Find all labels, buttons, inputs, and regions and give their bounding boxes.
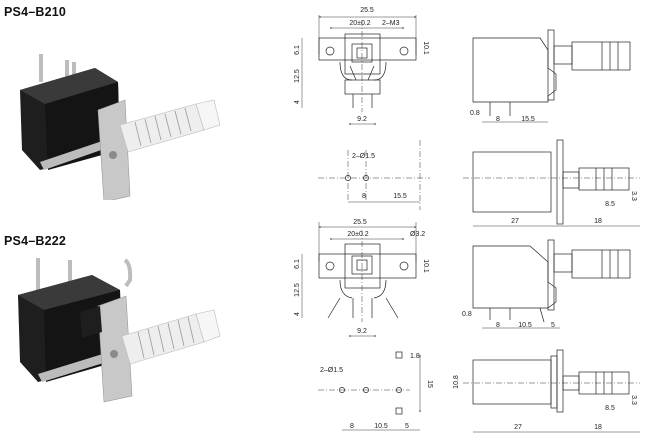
front1-h3: 4 <box>294 100 301 104</box>
model-title-2: PS4–B222 <box>4 234 67 248</box>
side2-d4: 5 <box>551 322 555 329</box>
pcb1-d2: 15.5 <box>393 193 407 200</box>
front2-pitch: 20±0.2 <box>347 231 368 238</box>
top-view-2: 10.8 27 18 8.5 3.3 <box>453 349 640 433</box>
top1-d1: 8.5 <box>605 201 615 208</box>
model-title-1: PS4–B210 <box>4 5 67 19</box>
top2-plunger: 18 <box>594 424 602 431</box>
side-view-1: 0.8 8 15.5 <box>470 29 631 123</box>
front1-h1: 6.1 <box>294 45 301 55</box>
pcb2-d2: 10.5 <box>374 423 388 430</box>
front-view-2: 25.5 20±0.2 Ø3.2 6.1 12.5 4 10.1 9.2 <box>294 219 429 337</box>
pcb1-d1: 8 <box>362 193 366 200</box>
front2-hole: Ø3.2 <box>410 231 425 238</box>
front1-hole: 2–M3 <box>382 20 400 27</box>
front1-width: 25.5 <box>360 7 374 14</box>
top1-plunger: 18 <box>594 218 602 225</box>
top2-h: 10.8 <box>453 375 460 389</box>
switch-photo-1 <box>20 54 221 200</box>
side1-d3: 15.5 <box>521 116 535 123</box>
top2-d1: 8.5 <box>605 405 615 412</box>
front2-width: 25.5 <box>353 219 367 226</box>
side2-d3: 10.5 <box>518 322 532 329</box>
top1-d2: 3.3 <box>630 191 637 201</box>
front2-pin: 9.2 <box>357 328 367 335</box>
top-view-1: 27 18 8.5 3.3 <box>463 139 640 227</box>
pcb2-h: 15 <box>426 380 433 388</box>
front1-h4: 10.1 <box>422 41 429 55</box>
switch-photo-2 <box>18 258 221 403</box>
pcb2-d1: 8 <box>350 423 354 430</box>
pcb2-d3: 5 <box>405 423 409 430</box>
front1-pitch: 20±0.2 <box>349 20 370 27</box>
front1-pin: 9.2 <box>357 116 367 123</box>
front2-h1: 6.1 <box>294 259 301 269</box>
top1-len: 27 <box>511 218 519 225</box>
top2-d2: 3.3 <box>630 395 637 405</box>
top2-len: 27 <box>514 424 522 431</box>
side2-d2: 8 <box>496 322 500 329</box>
pcb1-holes: 2–Ø1.5 <box>352 153 375 160</box>
side1-d2: 8 <box>496 116 500 123</box>
front2-h4: 10.1 <box>422 259 429 273</box>
front2-h2: 12.5 <box>294 283 301 297</box>
side-view-2: 0.8 8 10.5 5 <box>462 239 631 329</box>
front-view-1: 25.5 20±0.2 2–M3 6.1 12.5 4 10.1 9.2 <box>294 7 429 125</box>
side1-d1: 0.8 <box>470 110 480 117</box>
pcb-layout-1: 2–Ø1.5 8 15.5 <box>318 140 430 210</box>
pcb-layout-2: 1.8 2–Ø1.5 15 8 10.5 5 <box>318 351 433 431</box>
pcb2-holes: 2–Ø1.5 <box>320 367 343 374</box>
pcb2-sq: 1.8 <box>410 353 420 360</box>
front2-h3: 4 <box>294 312 301 316</box>
front1-h2: 12.5 <box>294 69 301 83</box>
side2-d1: 0.8 <box>462 311 472 318</box>
